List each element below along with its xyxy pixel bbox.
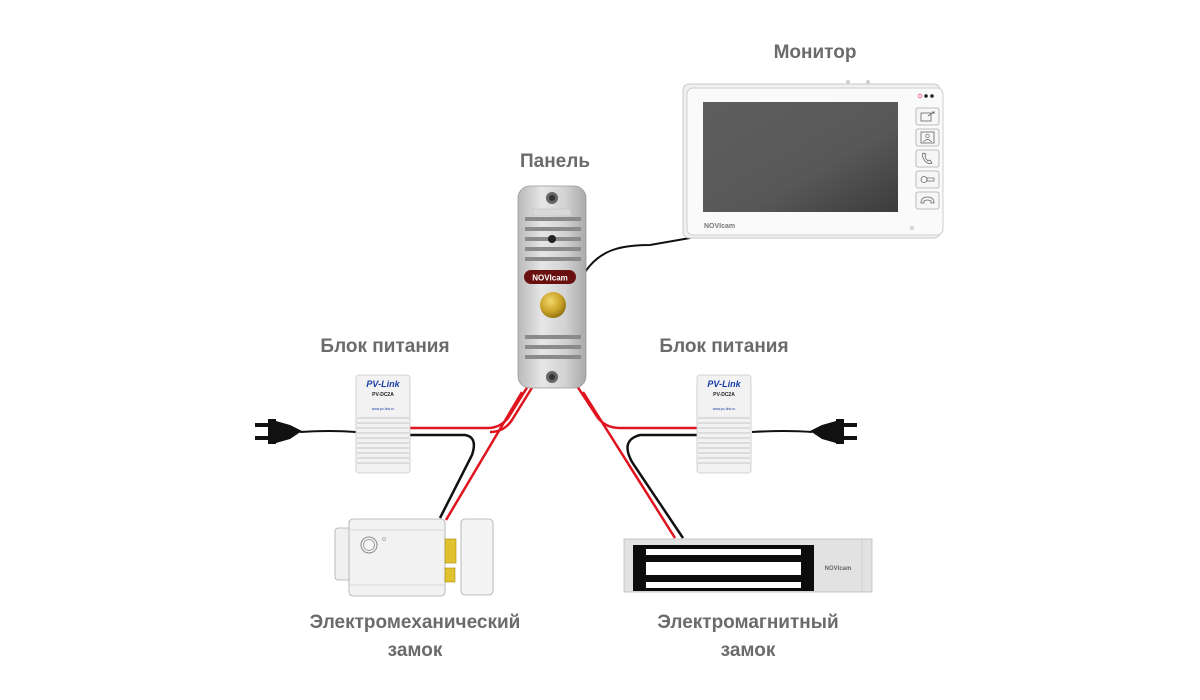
monitor-brand-logo: NOVIcam <box>704 223 735 230</box>
psu-left-label: Блок питания <box>320 336 450 357</box>
psu-right-model: PV-DC2A <box>713 392 735 398</box>
psu-left: PV-Link PV-DC2A www.pv-link.ru <box>355 374 411 474</box>
psu-right-label: Блок питания <box>659 336 789 357</box>
monitor-button-contact[interactable] <box>915 128 940 147</box>
electromechanical-lock-label-line1: Электромеханический <box>309 612 521 633</box>
monitor-screen <box>703 102 898 212</box>
panel-brand-logo: NOVIcam <box>532 274 568 283</box>
psu-right-url: www.pv-link.ru <box>713 407 736 411</box>
panel-label: Панель <box>519 151 591 172</box>
contact-card-icon <box>920 131 935 144</box>
panel-camera <box>548 235 556 243</box>
wire-panel-lock-red <box>444 391 524 521</box>
mains-cord-left <box>299 430 357 433</box>
monitor-cable <box>584 237 691 273</box>
electromechanical-lock <box>334 518 494 597</box>
wire-panel-maglock-red <box>581 391 677 539</box>
hangup-icon <box>920 196 935 204</box>
screen-switch-icon <box>920 112 932 122</box>
maglock-brand-logo: NOVIcam <box>825 566 852 572</box>
monitor-button-hangup[interactable] <box>915 191 940 210</box>
panel-call-button[interactable] <box>540 292 566 318</box>
electromagnetic-lock-label-line2: замок <box>720 640 776 661</box>
call-panel: NOVIcam <box>517 185 587 389</box>
psu-left-url: www.pv-link.ru <box>372 407 395 411</box>
monitor-button-screen-switch[interactable] <box>915 107 940 126</box>
electromagnetic-lock-label: Электромагнитный замок <box>623 609 873 665</box>
plug-right-icon <box>810 419 857 444</box>
psu-right: PV-Link PV-DC2A www.pv-link.ru <box>696 374 752 474</box>
psu-left-model: PV-DC2A <box>372 392 394 398</box>
wire-psu-right-maglock-black <box>626 433 700 539</box>
plug-left-icon <box>255 419 302 444</box>
wires <box>299 237 813 539</box>
psu-left-brand: PV-Link <box>366 379 400 389</box>
mains-cord-right <box>751 430 813 433</box>
monitor-button-call[interactable] <box>915 149 940 168</box>
psu-right-brand: PV-Link <box>707 379 741 389</box>
electromechanical-lock-label-line2: замок <box>387 640 443 661</box>
electromagnetic-lock: NOVIcam <box>623 538 873 593</box>
wire-psu-left-lock-black <box>410 433 476 519</box>
monitor: NOVIcam <box>682 80 944 239</box>
wire-panel-psu-right-red <box>575 385 700 430</box>
monitor-button-unlock[interactable] <box>915 170 940 189</box>
wire-panel-psu-left-red2 <box>489 385 535 434</box>
phone-icon <box>921 152 933 165</box>
monitor-label: Монитор <box>773 42 857 63</box>
electromechanical-lock-label: Электромеханический замок <box>290 609 540 665</box>
electromagnetic-lock-label-line1: Электромагнитный <box>657 612 839 633</box>
